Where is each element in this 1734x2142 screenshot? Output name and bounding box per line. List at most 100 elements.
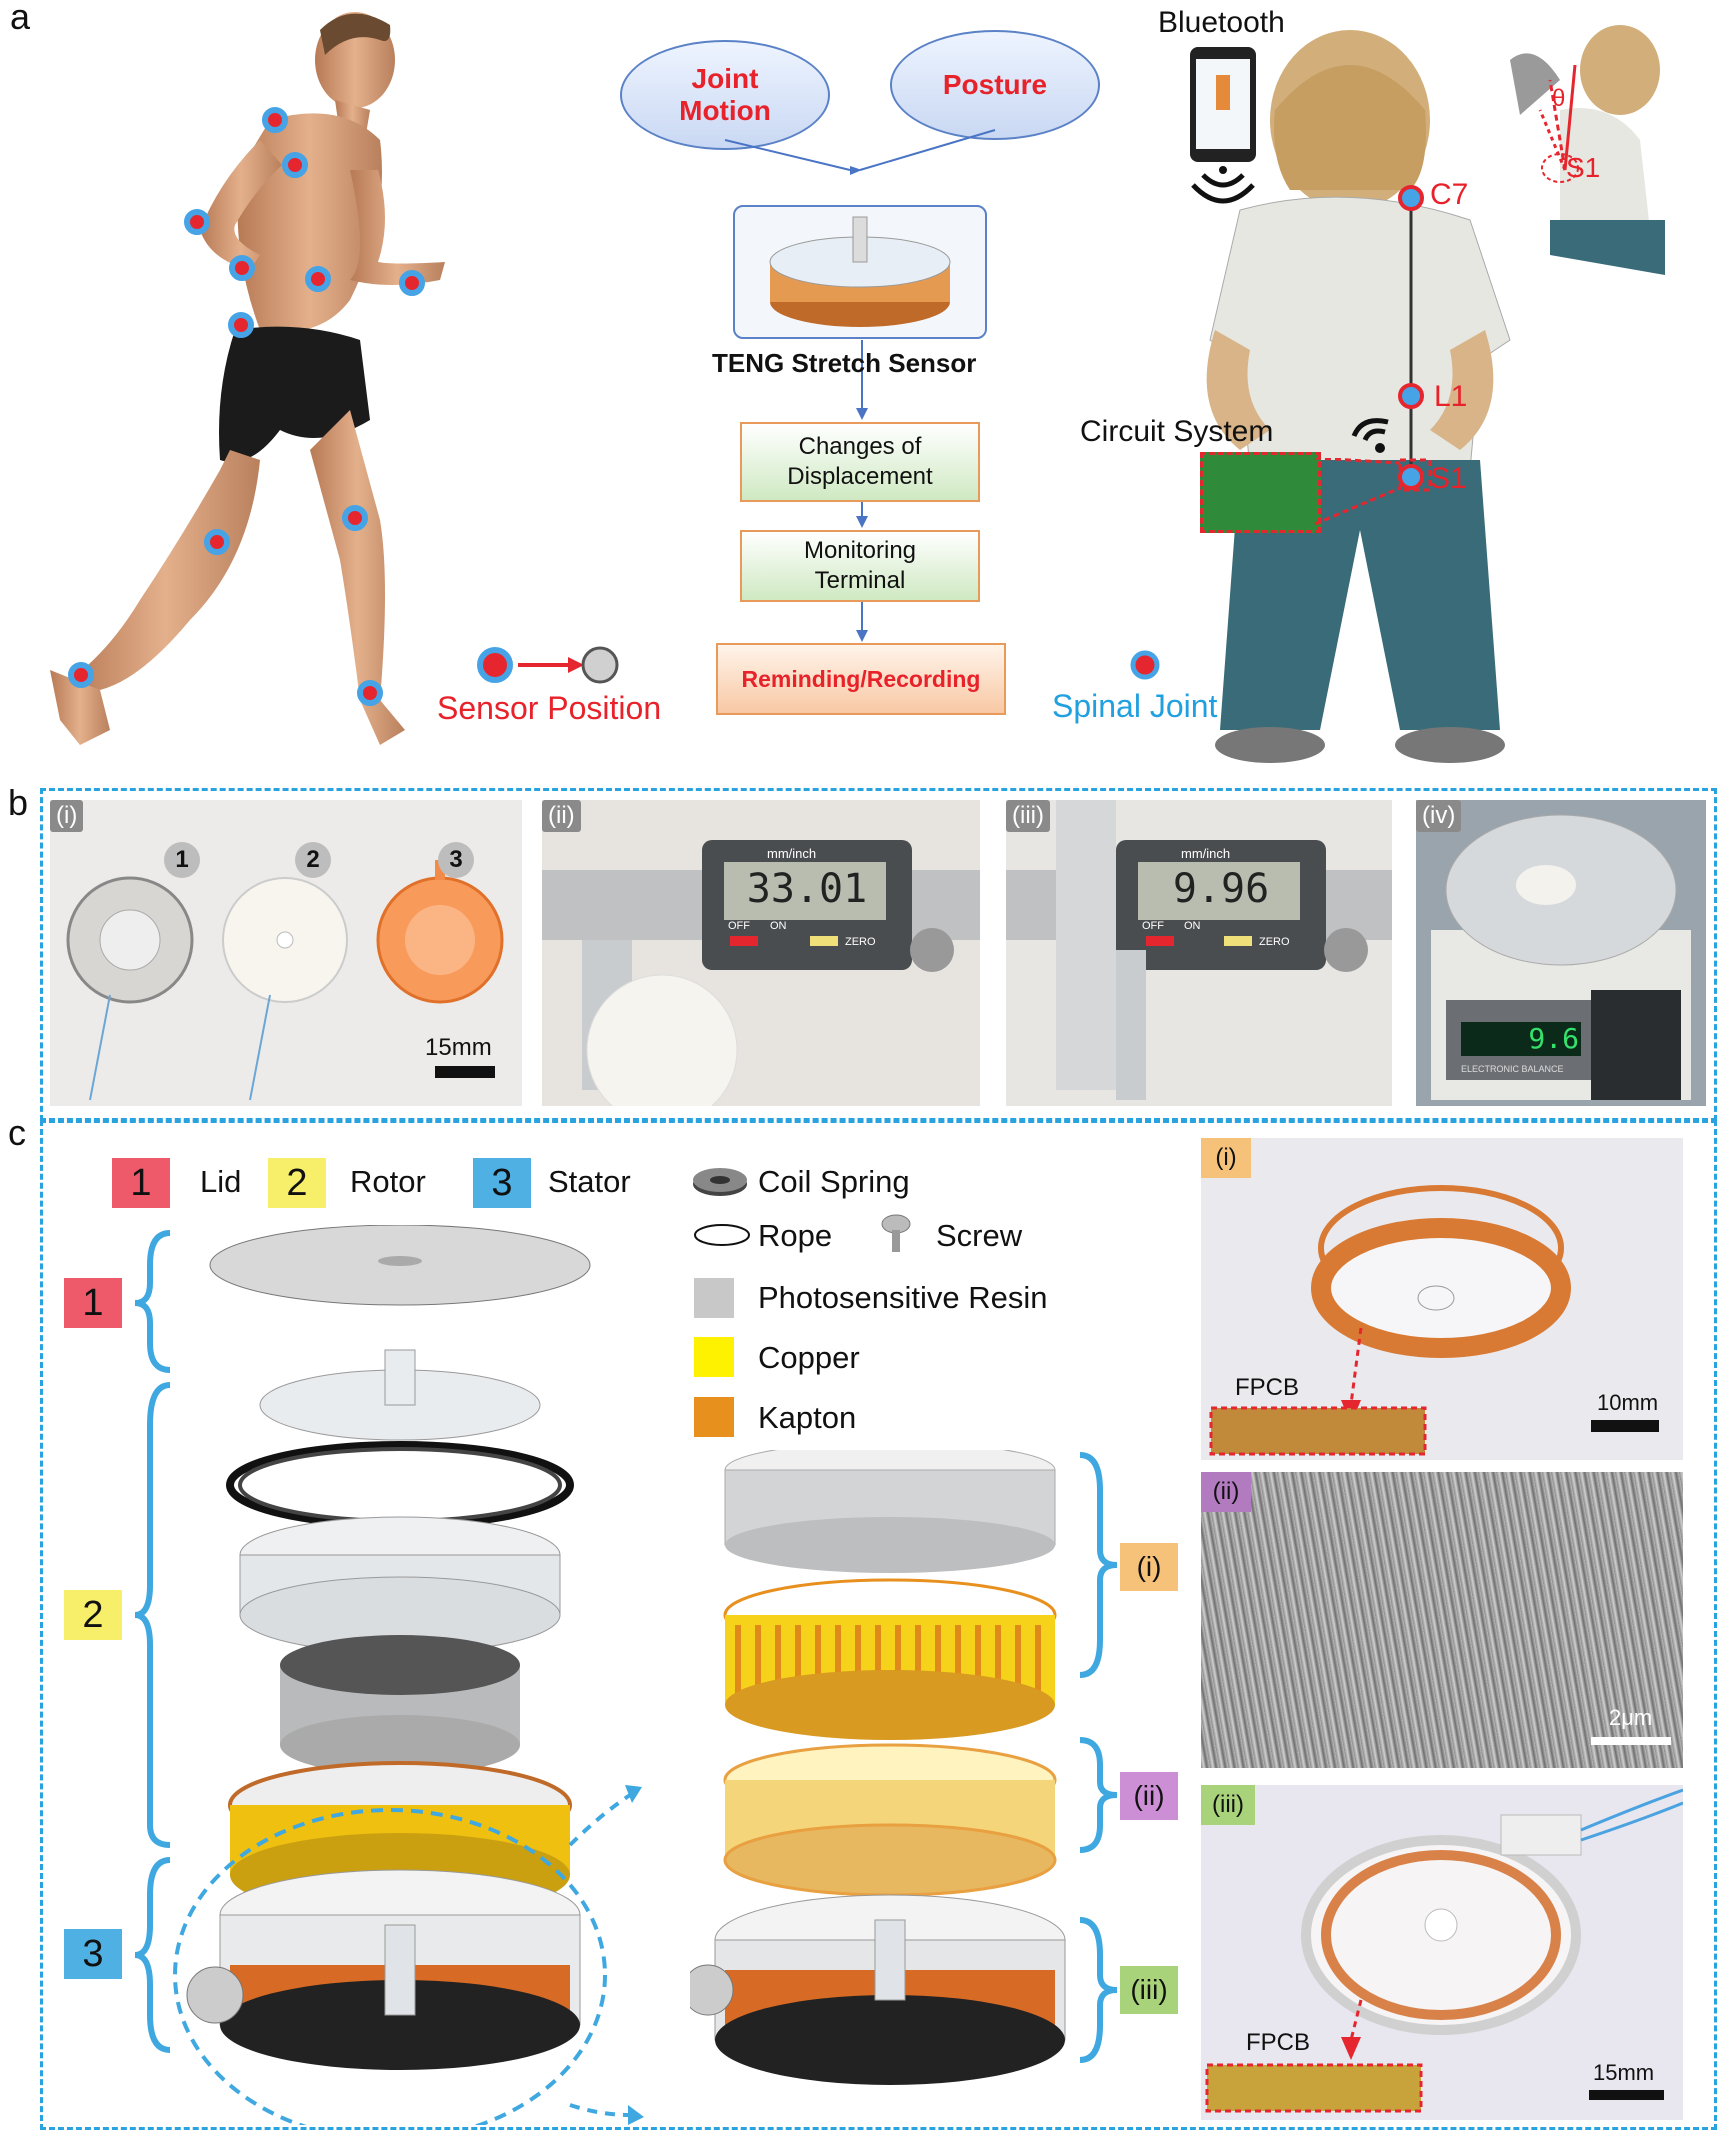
component-braces: [1079, 1452, 1118, 2063]
balance-label: ELECTRONIC BALANCE: [1461, 1064, 1564, 1074]
sub-label-i: (i): [1120, 1543, 1178, 1591]
caliper-drawing-ii: [542, 840, 980, 1106]
group-label-3: 3: [64, 1929, 122, 1979]
sub-label-ii: (ii): [1120, 1772, 1178, 1820]
caliper-units-iii: mm/inch: [1181, 846, 1231, 861]
spinal-joint-legend-graphic: [1130, 650, 1160, 680]
tag-c-ii: (ii): [1201, 1472, 1251, 1512]
tag-c-i: (i): [1201, 1138, 1251, 1178]
tag-c-iii: (iii): [1201, 1785, 1255, 1825]
photo-b-iii: (iii) mm/inch 9.96 OFF ON ZERO: [1006, 800, 1392, 1106]
scale-label-c-ii: 2μm: [1609, 1705, 1653, 1730]
caliper-on-iii: ON: [1184, 920, 1201, 932]
wifi-icon: [1351, 418, 1389, 453]
kapton-swatch: [694, 1397, 734, 1437]
phone-icon: [1190, 47, 1256, 204]
resin-swatch: [694, 1278, 734, 1318]
fpcb-label-i: FPCB: [1235, 1374, 1300, 1401]
copper-swatch: [694, 1337, 734, 1377]
group-label-2: 2: [64, 1590, 122, 1640]
tag-b-ii: (ii): [542, 800, 581, 832]
device-number-1: 1: [164, 842, 200, 878]
caliper-zero-ii: ZERO: [845, 936, 876, 948]
resin-label: Photosensitive Resin: [758, 1280, 1048, 1315]
reminding-recording-box: Reminding/Recording: [716, 643, 1006, 715]
sensor-position-label: Sensor Position: [437, 690, 662, 726]
photo-c-i-drawing: [1209, 1185, 1659, 1456]
panel-c-frame: [40, 1120, 1717, 2130]
running-man-illustration: [50, 12, 445, 745]
balance-reading: 9.6: [1528, 1022, 1579, 1055]
tag-b-i: (i): [50, 800, 84, 832]
tag-b-iii: (iii): [1006, 800, 1050, 832]
coil-spring-label: Coil Spring: [758, 1164, 910, 1199]
device-number-2: 2: [295, 842, 331, 878]
photo-b-i: (i) 1 2 3 15mm: [50, 800, 522, 1106]
joint-motion-ellipse: Joint Motion: [620, 40, 830, 150]
device-number-3: 3: [438, 842, 474, 878]
photo-c-i: (i) FPCB 10mm: [1201, 1138, 1683, 1460]
inset-s1-label: S1: [1566, 152, 1601, 183]
rope-label: Rope: [758, 1218, 833, 1253]
spine-label-s1: S1: [1430, 462, 1467, 495]
coil-spring-icon: [693, 1168, 747, 1196]
legend-label-lid: Lid: [200, 1164, 242, 1199]
displacement-box: Changes of Displacement: [740, 422, 980, 502]
caliper-reading-ii: 33.01: [746, 866, 868, 912]
scale-label-c-i: 10mm: [1597, 1390, 1659, 1415]
rope-icon: [694, 1224, 750, 1246]
fpcb-label-iii: FPCB: [1246, 2029, 1311, 2056]
group-label-1: 1: [64, 1278, 122, 1328]
photo-b-ii: (ii) mm/inch 33.01 OFF ON ZERO: [542, 800, 980, 1106]
posture-ellipse: Posture: [890, 30, 1100, 140]
sub-label-iii: (iii): [1120, 1966, 1178, 2014]
teng-sensor-drawing: [769, 216, 951, 327]
sensor-position-legend-graphic: [477, 646, 619, 684]
component-drawing: [690, 1450, 1066, 2085]
exploded-view-drawing: [134, 1225, 644, 2125]
screw-icon: [881, 1214, 911, 1252]
panel-b-frame: [40, 788, 1717, 1121]
flow-arrows: [724, 129, 996, 642]
caliper-zero-iii: ZERO: [1259, 936, 1290, 948]
tag-b-iv: (iv): [1416, 800, 1462, 832]
scale-bar-label-b: 15mm: [425, 1034, 492, 1061]
displacement-text: Changes of Displacement: [787, 433, 933, 490]
caliper-drawing-iii: [1006, 800, 1392, 1100]
legend-num-lid: 1: [112, 1158, 170, 1208]
panel-a-letter: a: [10, 0, 31, 37]
panel-c-letter: c: [8, 1112, 26, 1153]
spine-label-l1: L1: [1434, 380, 1468, 413]
scale-label-c-iii: 15mm: [1593, 2060, 1655, 2085]
legend-label-rotor: Rotor: [350, 1164, 426, 1199]
legend-label-stator: Stator: [548, 1164, 631, 1199]
scale-bar-c-ii: [1591, 1737, 1671, 1745]
photo-b-iv: (iv) 9.6 ELECTRONIC BALANCE: [1416, 800, 1706, 1106]
copper-label: Copper: [758, 1340, 860, 1375]
circuit-connector-lines: [1314, 458, 1432, 526]
caliper-reading-iii: 9.96: [1172, 866, 1270, 912]
kapton-label: Kapton: [758, 1400, 857, 1435]
posture-inset-illustration: [1510, 25, 1665, 275]
posture-text: Posture: [942, 68, 1048, 100]
caliper-on-ii: ON: [770, 920, 787, 932]
devices-drawing: [66, 860, 504, 1101]
reminding-recording-text: Reminding/Recording: [741, 665, 981, 692]
bluetooth-label: Bluetooth: [1158, 6, 1285, 39]
photo-c-ii: (ii) 2μm: [1201, 1472, 1683, 1768]
spine-label-c7: C7: [1430, 178, 1469, 211]
caliper-off-iii: OFF: [1142, 920, 1164, 932]
sitting-child-illustration: [1206, 30, 1511, 763]
legend-num-stator: 3: [473, 1158, 531, 1208]
circuit-board-image: [1200, 452, 1321, 533]
caliper-units-ii: mm/inch: [767, 846, 817, 861]
panel-b-letter: b: [8, 782, 29, 823]
inset-angle-label: θ: [1552, 85, 1566, 112]
spinal-joint-label: Spinal Joint: [1052, 688, 1218, 724]
photo-c-iii-drawing: [1205, 1788, 1683, 2113]
monitoring-terminal-box: Monitoring Terminal: [740, 530, 980, 602]
screw-label: Screw: [936, 1218, 1023, 1253]
balance-drawing: [1431, 814, 1691, 1100]
circuit-system-label: Circuit System: [1080, 415, 1274, 448]
legend-num-rotor: 2: [268, 1158, 326, 1208]
